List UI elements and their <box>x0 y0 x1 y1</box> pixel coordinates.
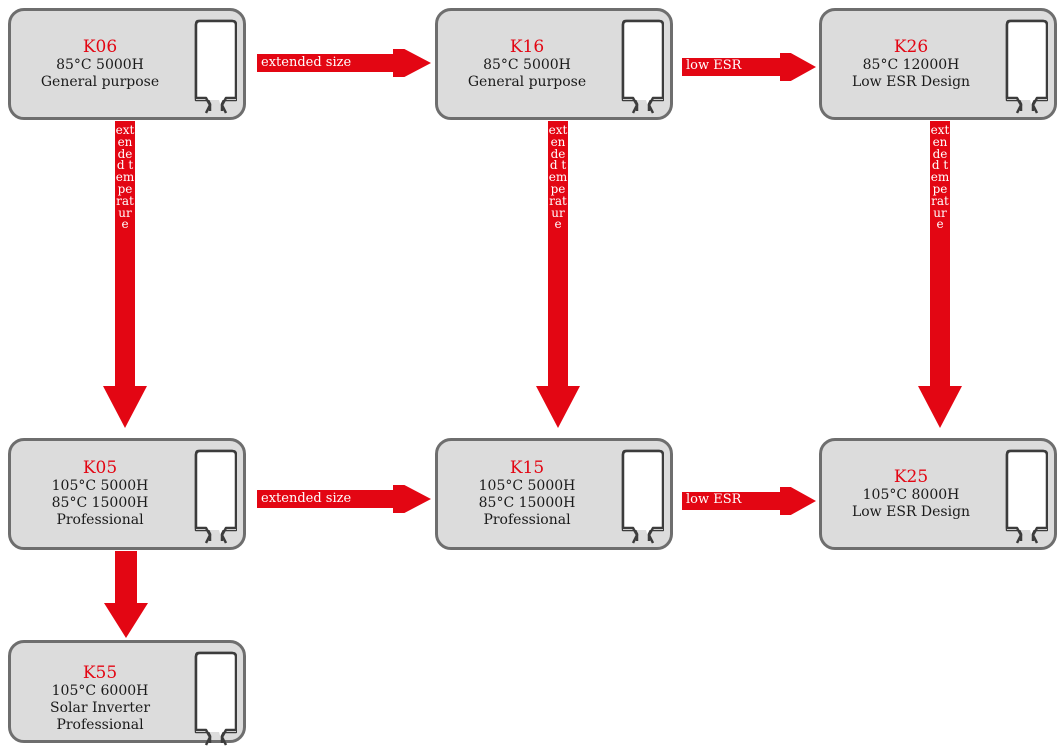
node-k15: K15 105°C 5000H 85°C 15000H Professional <box>435 438 673 550</box>
arrow-down <box>104 551 148 638</box>
node-code: K25 <box>893 466 929 487</box>
arrow-label: extended size <box>261 491 352 506</box>
arrow-label: low ESR <box>686 492 742 507</box>
node-code: K16 <box>509 36 545 57</box>
arrow-extended-temperature: extended temperature <box>103 121 147 428</box>
node-k05: K05 105°C 5000H 85°C 15000H Professional <box>8 438 246 550</box>
node-k16: K16 85°C 5000H General purpose <box>435 8 673 120</box>
node-line: General purpose <box>467 73 587 90</box>
node-line: Low ESR Design <box>851 503 971 520</box>
node-code: K26 <box>893 36 929 57</box>
node-line: 105°C 5000H <box>51 478 149 494</box>
node-code: K55 <box>82 663 118 683</box>
node-line: 85°C 12000H <box>862 56 960 73</box>
node-line: 85°C 15000H <box>51 495 149 511</box>
node-k55: K55 105°C 6000H Solar Inverter Professio… <box>8 640 246 746</box>
node-line: 85°C 15000H <box>478 495 576 511</box>
arrow-label-vertical: extended temperature <box>930 123 950 232</box>
arrow-label: extended size <box>261 55 352 70</box>
node-line: 105°C 6000H <box>51 683 149 699</box>
node-line: 85°C 5000H <box>56 56 144 73</box>
node-line: Professional <box>56 512 144 528</box>
capacitor-icon <box>620 18 664 114</box>
node-line: 105°C 5000H <box>478 478 576 494</box>
node-k06: K06 85°C 5000H General purpose <box>8 8 246 120</box>
node-line: Low ESR Design <box>851 73 971 90</box>
arrow-low-esr: low ESR <box>682 53 816 81</box>
capacitor-icon <box>1004 18 1048 114</box>
node-k25: K25 105°C 8000H Low ESR Design <box>819 438 1057 550</box>
arrow-label-vertical: extended temperature <box>548 123 568 232</box>
capacitor-icon <box>1004 448 1048 544</box>
node-code: K05 <box>82 458 118 478</box>
node-line: Solar Inverter <box>49 700 151 716</box>
node-code: K06 <box>82 36 118 57</box>
arrow-extended-size: extended size <box>257 485 431 513</box>
capacitor-icon <box>193 18 237 114</box>
arrow-low-esr: low ESR <box>682 487 816 515</box>
node-k26: K26 85°C 12000H Low ESR Design <box>819 8 1057 120</box>
node-line: Professional <box>56 717 144 733</box>
node-code: K15 <box>509 458 545 478</box>
arrow-extended-size: extended size <box>257 49 431 77</box>
capacitor-icon <box>620 448 664 544</box>
arrow-extended-temperature: extended temperature <box>536 121 580 428</box>
capacitor-icon <box>193 650 237 746</box>
node-line: General purpose <box>40 73 160 90</box>
node-line: 105°C 8000H <box>862 486 960 503</box>
capacitor-icon <box>193 448 237 544</box>
node-line: 85°C 5000H <box>483 56 571 73</box>
node-line: Professional <box>483 512 571 528</box>
arrow-extended-temperature: extended temperature <box>918 121 962 428</box>
arrow-label-vertical: extended temperature <box>115 123 135 232</box>
arrow-label: low ESR <box>686 58 742 73</box>
